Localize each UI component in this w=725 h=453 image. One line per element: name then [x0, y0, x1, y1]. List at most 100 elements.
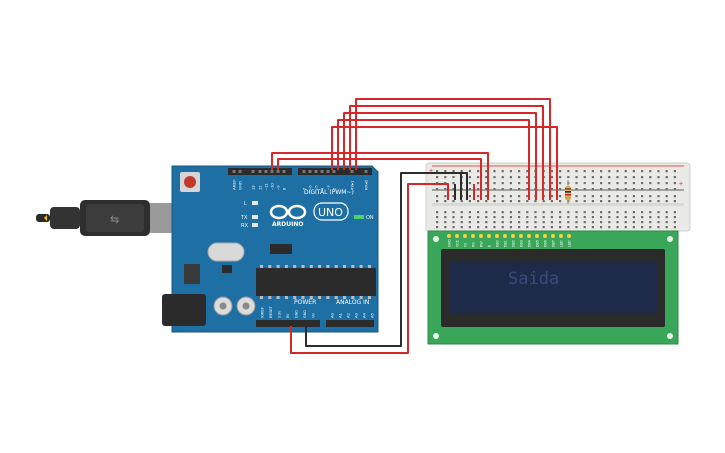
digital-pin-label: 13	[251, 185, 256, 190]
header-pin	[232, 170, 236, 173]
wire-d5[interactable]	[337, 119, 530, 200]
breadboard-hole	[624, 182, 627, 185]
wire-gnd[interactable]	[305, 172, 468, 347]
breadboard-hole	[616, 200, 619, 203]
breadboard-hole	[534, 216, 537, 219]
breadboard-hole	[436, 176, 439, 179]
wire-d12-rs[interactable]	[271, 152, 489, 200]
resistor[interactable]	[565, 180, 571, 204]
digital-pin-label: ~11	[264, 183, 269, 190]
breadboard-hole	[493, 176, 496, 179]
header-pin	[326, 170, 330, 173]
breadboard-hole	[600, 170, 603, 173]
wire-d2[interactable]	[355, 98, 551, 200]
analog-label: ANALOG IN	[336, 299, 369, 306]
breadboard-hole	[575, 182, 578, 185]
breadboard-hole	[550, 221, 553, 224]
breadboard-hole	[468, 188, 471, 191]
breadboard-hole	[665, 211, 668, 214]
breadboard-hole	[485, 182, 488, 185]
wires[interactable]	[271, 98, 558, 354]
breadboard-hole	[526, 211, 529, 214]
breadboard-hole	[567, 226, 570, 229]
breadboard-hole	[444, 188, 447, 191]
breadboard-hole	[583, 216, 586, 219]
smd-component	[222, 265, 232, 273]
breadboard-hole	[567, 216, 570, 219]
lcd-pin-label: LED	[568, 240, 572, 247]
breadboard-hole	[468, 226, 471, 229]
header-pin	[238, 170, 242, 173]
breadboard-hole	[501, 221, 504, 224]
power-pin-label: 5V	[286, 313, 290, 318]
breadboard-hole	[632, 176, 635, 179]
breadboard-hole	[665, 188, 668, 191]
header-pin	[332, 170, 336, 173]
breadboard-channel	[432, 203, 684, 206]
breadboard-hole	[591, 226, 594, 229]
breadboard-hole	[468, 221, 471, 224]
breadboard-hole	[477, 170, 480, 173]
breadboard-hole	[460, 200, 463, 203]
breadboard-hole	[616, 216, 619, 219]
breadboard-hole	[444, 221, 447, 224]
power-pin-label: Vin	[312, 313, 316, 318]
lcd-pin	[551, 234, 555, 238]
breadboard-hole	[649, 221, 652, 224]
breadboard-hole	[444, 200, 447, 203]
breadboard-hole	[608, 216, 611, 219]
breadboard-hole	[452, 211, 455, 214]
breadboard-hole	[559, 188, 562, 191]
breadboard-hole	[452, 216, 455, 219]
lcd-pin-label: GND	[448, 239, 452, 247]
wire-d11-e[interactable]	[277, 158, 482, 200]
breadboard-hole	[673, 226, 676, 229]
lcd-pin	[479, 234, 483, 238]
breadboard-hole	[583, 200, 586, 203]
breadboard-hole	[501, 188, 504, 191]
lcd-pin	[463, 234, 467, 238]
reset-button[interactable]	[180, 172, 200, 192]
dc-power-jack[interactable]	[162, 294, 206, 326]
breadboard-hole	[600, 200, 603, 203]
breadboard-hole	[657, 221, 660, 224]
lcd-pin	[567, 234, 571, 238]
digital-pin-label: 2	[332, 187, 337, 190]
arduino-infinity-logo	[269, 204, 307, 220]
breadboard-hole	[632, 216, 635, 219]
breadboard-hole	[608, 188, 611, 191]
breadboard-hole	[673, 221, 676, 224]
wire-5v[interactable]	[290, 183, 449, 354]
breadboard-hole	[657, 200, 660, 203]
breadboard-hole	[649, 170, 652, 173]
breadboard-hole	[673, 200, 676, 203]
lcd-pin	[487, 234, 491, 238]
breadboard-hole	[608, 170, 611, 173]
breadboard-hole	[518, 200, 521, 203]
wire-d3[interactable]	[349, 105, 544, 200]
breadboard-hole	[657, 176, 660, 179]
breadboard-hole	[673, 195, 676, 198]
digital-pin-label: ~10	[270, 182, 275, 190]
wire-d4[interactable]	[343, 112, 537, 200]
digital-pin-label: 4	[320, 187, 325, 190]
breadboard-hole	[518, 182, 521, 185]
atmega-chip	[256, 265, 376, 299]
breadboard-hole	[559, 195, 562, 198]
breadboard-hole	[526, 200, 529, 203]
breadboard-hole	[616, 176, 619, 179]
breadboard-hole	[632, 170, 635, 173]
breadboard-hole	[583, 221, 586, 224]
breadboard-hole	[526, 188, 529, 191]
breadboard-hole	[509, 200, 512, 203]
lcd-pin	[527, 234, 531, 238]
wire-d6-led[interactable]	[331, 126, 558, 200]
breadboard-hole	[641, 176, 644, 179]
led-l	[252, 201, 258, 205]
breadboard-hole	[641, 226, 644, 229]
breadboard-hole	[591, 200, 594, 203]
